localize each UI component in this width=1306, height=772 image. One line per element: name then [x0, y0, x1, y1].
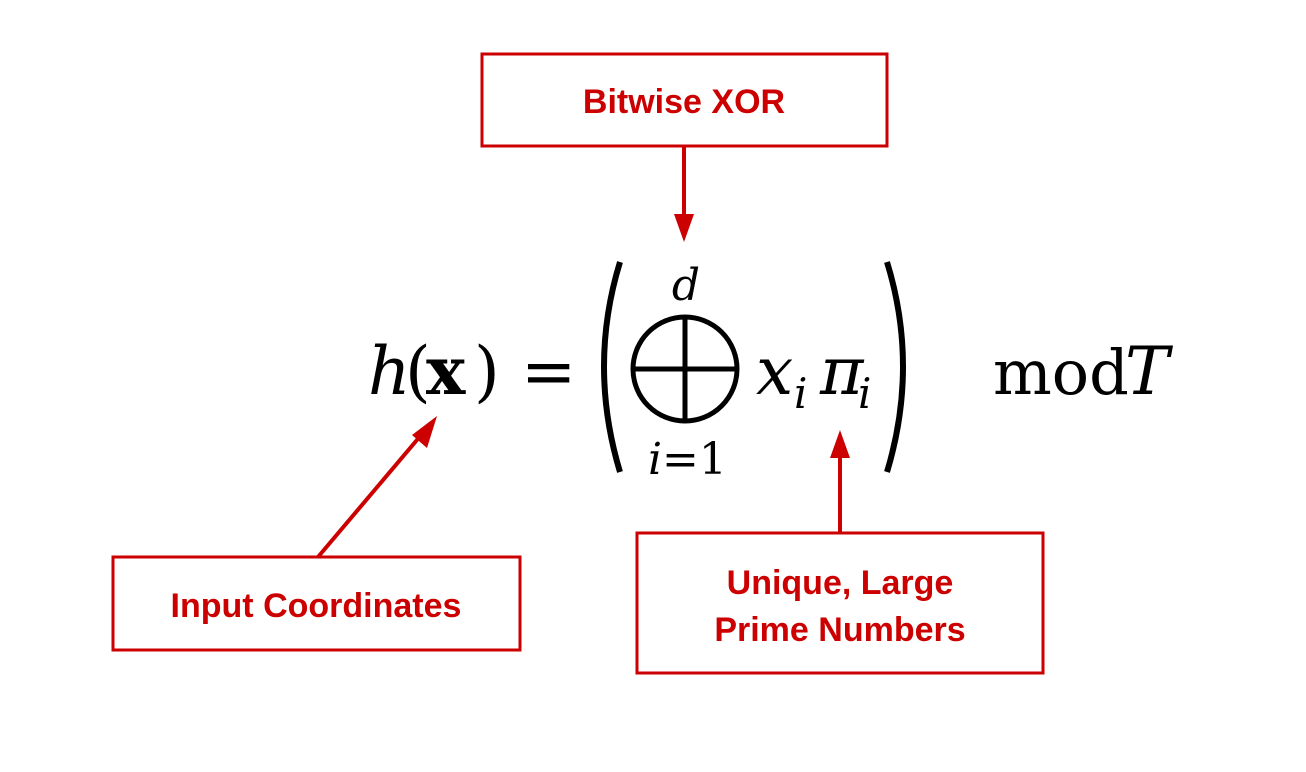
- primes-label-line1: Unique, Large: [727, 564, 954, 602]
- xor-operator-icon: [630, 314, 740, 424]
- formula-modulus-variable: T: [1125, 333, 1174, 410]
- formula-big-right-paren: [884, 261, 906, 473]
- formula-term-pi: π: [819, 333, 865, 410]
- formula-lhs-open-paren: (: [405, 333, 431, 410]
- xor-arrow-head: [674, 214, 694, 242]
- formula-mod-operator: mod: [993, 336, 1129, 409]
- xor-label-box: [480, 52, 889, 148]
- formula-term-x: x: [756, 333, 793, 410]
- xor-arrow: [674, 146, 694, 242]
- formula-term-x-subscript: i: [794, 369, 807, 418]
- input-coordinates-arrow-shaft: [316, 432, 424, 559]
- formula-input-vector: x: [426, 332, 466, 410]
- input-coordinates-annotation: Input Coordinates: [111, 555, 522, 652]
- formula-upper-limit: d: [672, 260, 700, 311]
- input-coordinates-label: Input Coordinates: [171, 587, 462, 625]
- formula-lhs-close-paren: ): [474, 333, 500, 410]
- primes-arrow-head: [830, 430, 850, 458]
- input-coordinates-arrow-head: [412, 416, 437, 448]
- formula-lower-limit-index: i: [648, 434, 662, 485]
- xor-label: Bitwise XOR: [583, 83, 785, 121]
- hash-formula: h ( x ) = d i =1 x i π i mod T: [368, 260, 1174, 485]
- input-coordinates-label-box: [111, 555, 522, 652]
- formula-equals-sign: =: [521, 333, 576, 410]
- xor-annotation: Bitwise XOR: [480, 52, 889, 148]
- primes-label-line2: Prime Numbers: [714, 611, 965, 649]
- formula-lower-limit: i =1: [648, 434, 727, 485]
- formula-lower-limit-value: =1: [662, 434, 727, 485]
- formula-function-name: h: [368, 333, 411, 410]
- formula-term-pi-subscript: i: [858, 369, 871, 418]
- formula-big-left-paren: [601, 261, 623, 473]
- primes-label-box: [635, 531, 1045, 675]
- primes-annotation: Unique, Large Prime Numbers: [635, 531, 1045, 675]
- primes-arrow: [830, 430, 850, 533]
- input-coordinates-arrow: [316, 416, 437, 559]
